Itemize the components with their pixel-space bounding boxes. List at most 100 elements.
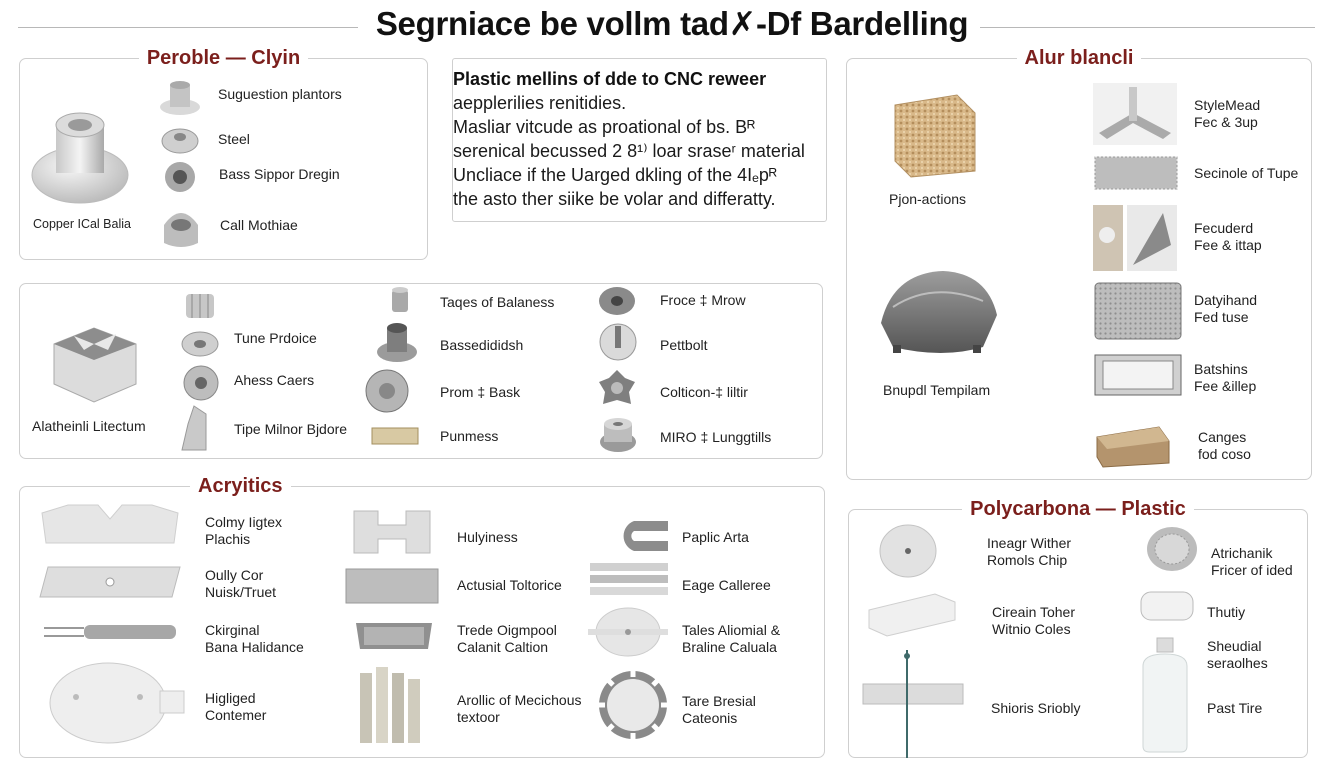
thumb-p4	[1140, 591, 1194, 621]
thumb-m6	[377, 323, 417, 362]
mid-col3-0: Froce ‡ Mrow	[660, 292, 746, 308]
mid-col1-1: Ahess Caers	[234, 372, 315, 388]
thumb-m5	[392, 287, 408, 312]
thumb-a0	[1093, 83, 1177, 145]
thumb-ac2	[44, 625, 176, 639]
thumb-steel	[161, 128, 199, 154]
thumb-ac9	[590, 563, 668, 595]
thumb-ac0	[41, 504, 179, 544]
thumb-p1	[868, 593, 956, 637]
panel-polycarbonate-title: Polycarbona — Plastic	[849, 497, 1307, 521]
thumb-m2	[181, 331, 219, 357]
thumb-ac1	[39, 566, 181, 598]
title-rule-left	[18, 27, 358, 28]
mid-col1-2: Tipe Milnor Bjdore	[234, 421, 348, 437]
panel-aluminium-title: Alur blancli	[847, 46, 1311, 70]
alu-item-1: Secinole of Tupe	[1194, 165, 1299, 181]
thumb-ac6	[356, 623, 432, 649]
thumb-a5	[1096, 426, 1170, 468]
foam-block-image	[894, 94, 976, 178]
poly-col2-2: Sheudial seraolhes	[1207, 638, 1268, 671]
thumb-ac11	[595, 667, 671, 743]
panel-copper: Peroble — Clyin Copper ICal Balia Sugues…	[19, 47, 428, 260]
thumb-ac3	[49, 662, 185, 744]
item-label-3: Call Mothiae	[220, 217, 298, 233]
description-text-box: Plastic mellins of dde to CNC reweer aep…	[452, 58, 827, 222]
poly-col1-0: Ineagr Wither Romols Chip	[987, 535, 1072, 568]
thumb-ac7	[360, 667, 420, 743]
thumb-call	[164, 213, 198, 247]
title-rule-right	[960, 27, 1315, 28]
mid-col1-0: Tune Prdoice	[234, 330, 317, 346]
tempered-cover-image	[881, 271, 997, 353]
desc-line-2: Masliar vitcude as proational of bs. Bᴿ	[453, 117, 756, 137]
panel-aluminium: Alur blancli Pjon-actions Bnupdl Tempila…	[846, 47, 1312, 480]
acr-col3-3: Tare Bresial Cateonis	[682, 693, 756, 726]
thumb-a3	[1094, 282, 1182, 340]
item-label-1: Steel	[218, 131, 250, 147]
thumb-a2	[1093, 205, 1177, 271]
thumb-p5	[1142, 637, 1188, 753]
thumb-m10	[599, 323, 637, 361]
acr-col3-2: Tales Aliomial & Braline Caluala	[682, 622, 781, 655]
alu-item-4: Batshins Fee &illep	[1194, 361, 1257, 394]
acr-col3-0: Paplic Arta	[682, 529, 749, 545]
thumb-m12	[600, 418, 636, 452]
panel-polycarbonate: Polycarbona — Plastic Ineagr Wither Romo…	[848, 498, 1308, 758]
aluminium-big-label: Alatheinli Litectum	[32, 418, 146, 434]
desc-line-5: the asto ther siike be volar and differa…	[453, 189, 776, 209]
poly-col1-2: Shioris Sriobly	[991, 700, 1081, 716]
thumb-p0	[879, 524, 937, 578]
acr-col2-3: Arollic of Mecichous textoor	[457, 692, 582, 725]
acr-col1-0: Colmy Iigtex Plachis	[205, 514, 283, 547]
alu-item-5: Canges fod coso	[1198, 429, 1251, 462]
thumb-m8	[371, 427, 419, 445]
alu-item-3: Datyihand Fed tuse	[1194, 292, 1258, 325]
thumb-ac5	[345, 568, 439, 604]
panel-copper-title: Peroble — Clyin	[20, 46, 427, 70]
thumb-p2	[862, 650, 964, 758]
copper-bushing-image	[31, 112, 129, 204]
thumb-m1	[186, 294, 214, 318]
item-label-2: Bass Sippor Dregin	[219, 166, 340, 182]
aluminium-big-label-0: Pjon-actions	[889, 191, 967, 207]
thumb-a4	[1094, 354, 1182, 396]
thumb-m3	[183, 365, 219, 401]
page-title: Segrniace be vollm tad✗-Df Bardelling	[0, 4, 1344, 43]
thumb-p3	[1147, 527, 1197, 571]
acr-col3-1: Eage Calleree	[682, 577, 771, 593]
mid-col3-1: Pettbolt	[660, 337, 708, 353]
acr-col1-2: Ckirginal Bana Halidance	[205, 622, 304, 655]
mid-col2-0: Taqes of Balaness	[440, 294, 555, 310]
mid-col3-3: MIRO ‡ Lunggtills	[660, 429, 772, 445]
thumb-bass	[165, 162, 195, 192]
desc-line-4: Uncliace if the Uarged dkling of the 4Iₑ…	[453, 165, 777, 185]
panel-acrylics: Acryitics Colmy Iigtex Plachis Oully Cor…	[19, 475, 825, 758]
thumb-m4	[181, 405, 207, 451]
thumb-m7	[365, 369, 409, 413]
thumb-ac8	[623, 521, 668, 551]
acr-col2-0: Hulyiness	[457, 529, 518, 545]
panel-aluminium-parts: Alatheinli Litectum Tune Prdoice Ahess C…	[19, 283, 823, 459]
panel-acrylics-title: Acryitics	[190, 474, 994, 498]
copper-big-label: Copper ICal Balia	[33, 217, 131, 231]
acr-col2-2: Trede Oigmpool Calanit Caltion	[457, 622, 557, 655]
poly-col2-1: Thutiy	[1207, 604, 1246, 620]
mid-col3-2: Colticon-‡ liltir	[660, 384, 748, 400]
poly-col1-1: Cireain Toher Witnio Coles	[992, 604, 1076, 637]
thumb-m9	[599, 287, 635, 315]
item-label-0: Suguestion plantors	[218, 86, 342, 102]
aluminium-block-image	[53, 327, 137, 403]
desc-line-3: serenical becussed 2 8¹⁾ loar sraseʳ mat…	[453, 141, 805, 161]
thumb-a1	[1094, 156, 1178, 190]
alu-item-2: Fecuderd Fee & ittap	[1194, 220, 1262, 253]
desc-line-0: Plastic mellins of dde to CNC reweer	[453, 69, 767, 89]
mid-col2-1: Bassedididsh	[440, 337, 524, 353]
desc-line-1: aepplerilies renitidies.	[453, 93, 627, 113]
mid-col2-2: Prom ‡ Bask	[440, 384, 521, 400]
thumb-suggestion	[160, 81, 200, 115]
thumb-ac4	[353, 510, 431, 554]
poly-col2-0: Atrichanik Fricer of ided	[1211, 545, 1293, 578]
mid-col2-3: Punmess	[440, 428, 499, 444]
alu-item-0: StyleMead Fec & 3up	[1194, 97, 1261, 130]
